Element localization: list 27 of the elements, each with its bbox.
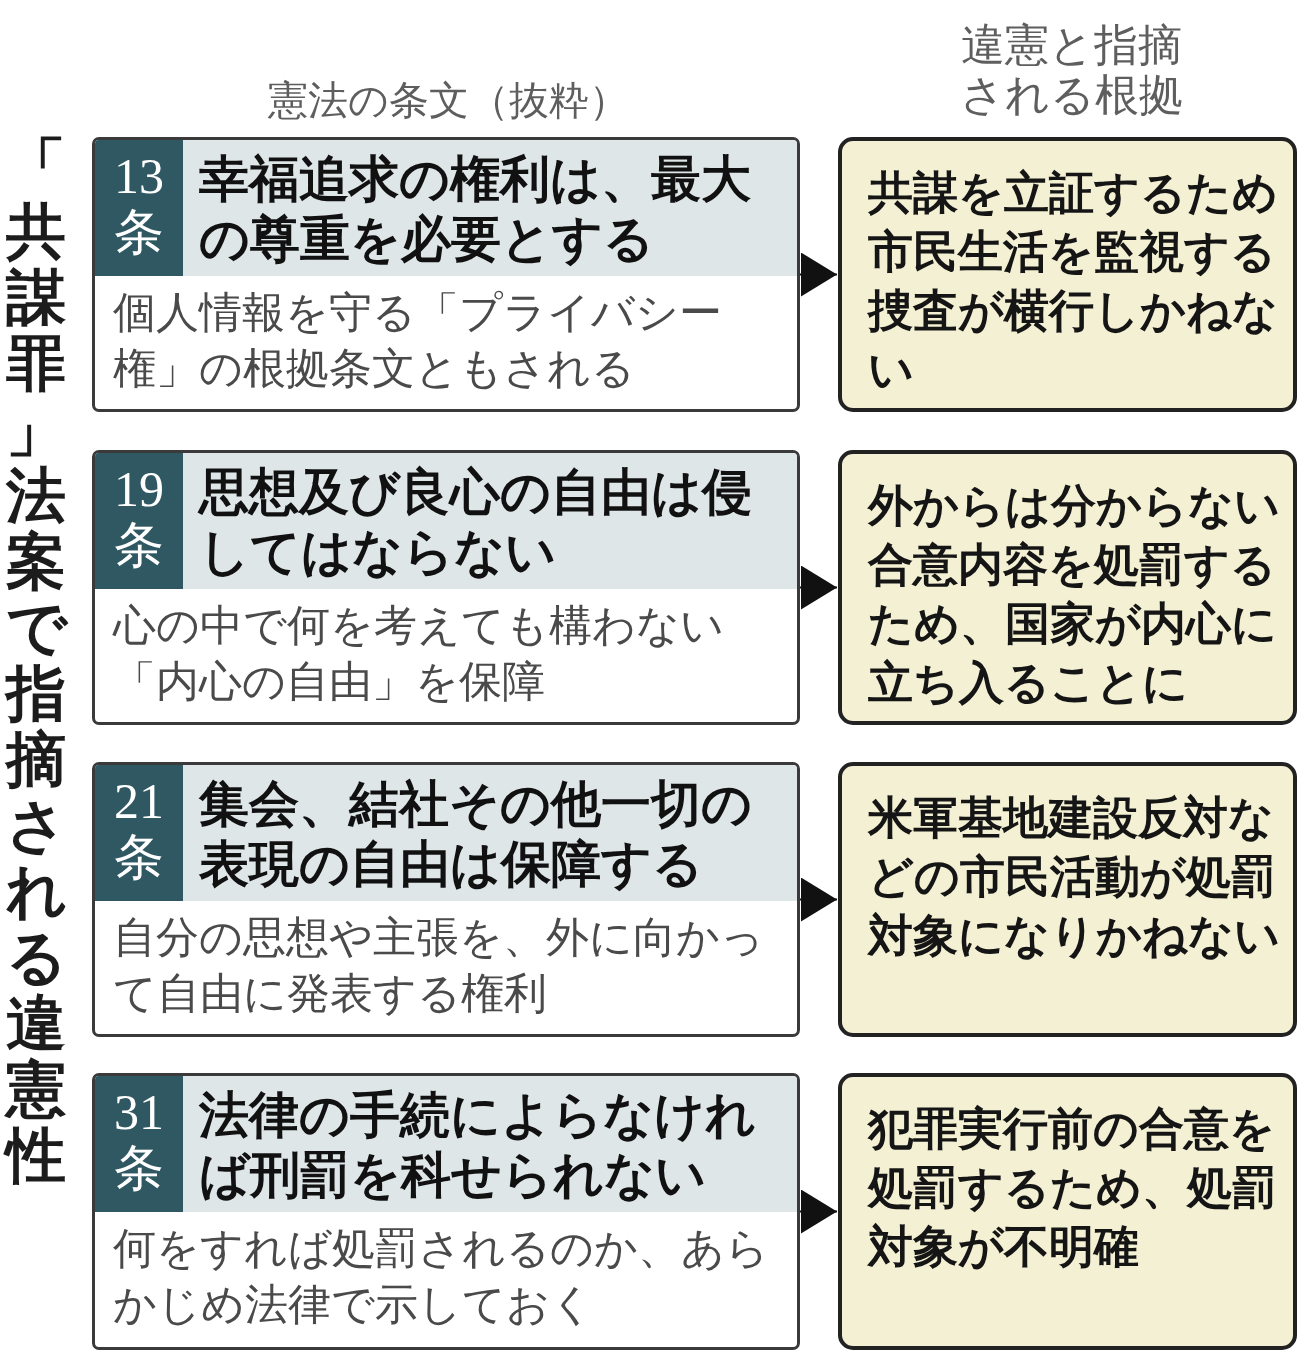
article-note: 個人情報を守る「プライバシー権」の根拠条文ともされる [113,286,723,395]
arrow [799,1189,838,1234]
article-note: 何をすれば処罰されるのか、あらかじめ法律で示しておく [113,1222,770,1331]
reason-box: 共謀を立証するため市民生活を監視する捜査が横行しかねない [838,137,1297,412]
article-note: 自分の思想や主張を、外に向かって自由に発表する権利 [113,911,765,1020]
article-box [92,762,800,1037]
reason-box: 犯罪実行前の合意を処罰するため、処罰対象が不明確 [838,1073,1297,1350]
article-note: 心の中で何を考えても構わない「内心の自由」を保障 [113,599,725,708]
article-box [92,1073,800,1350]
reason-box: 外からは分からない合意内容を処罰するため、国家が内心に立ち入ることに [838,450,1297,725]
article-heading: 集会、結社その他一切の表現の自由は保障する [183,765,797,901]
article-heading: 法律の手続によらなければ刑罰を科せられない [183,1076,797,1212]
arrow [799,252,838,297]
article-number-badge: 19条 [95,453,183,589]
title: 「共謀罪」法案で指摘される違憲性 [4,132,68,1188]
article-number-badge: 13条 [95,140,183,276]
arrow [799,565,838,610]
column-header: 憲法の条文（抜粋） [266,76,630,124]
article-number-badge: 31条 [95,1076,183,1212]
article-heading: 幸福追求の権利は、最大の尊重を必要とする [183,140,797,276]
article-box [92,450,800,725]
reason-box: 米軍基地建設反対などの市民活動が処罰対象になりかねない [838,762,1297,1037]
article-heading: 思想及び良心の自由は侵してはならない [183,453,797,589]
column-header: 違憲と指摘される根拠 [958,20,1184,120]
article-box [92,137,800,412]
arrow [799,877,838,922]
article-number-badge: 21条 [95,765,183,901]
